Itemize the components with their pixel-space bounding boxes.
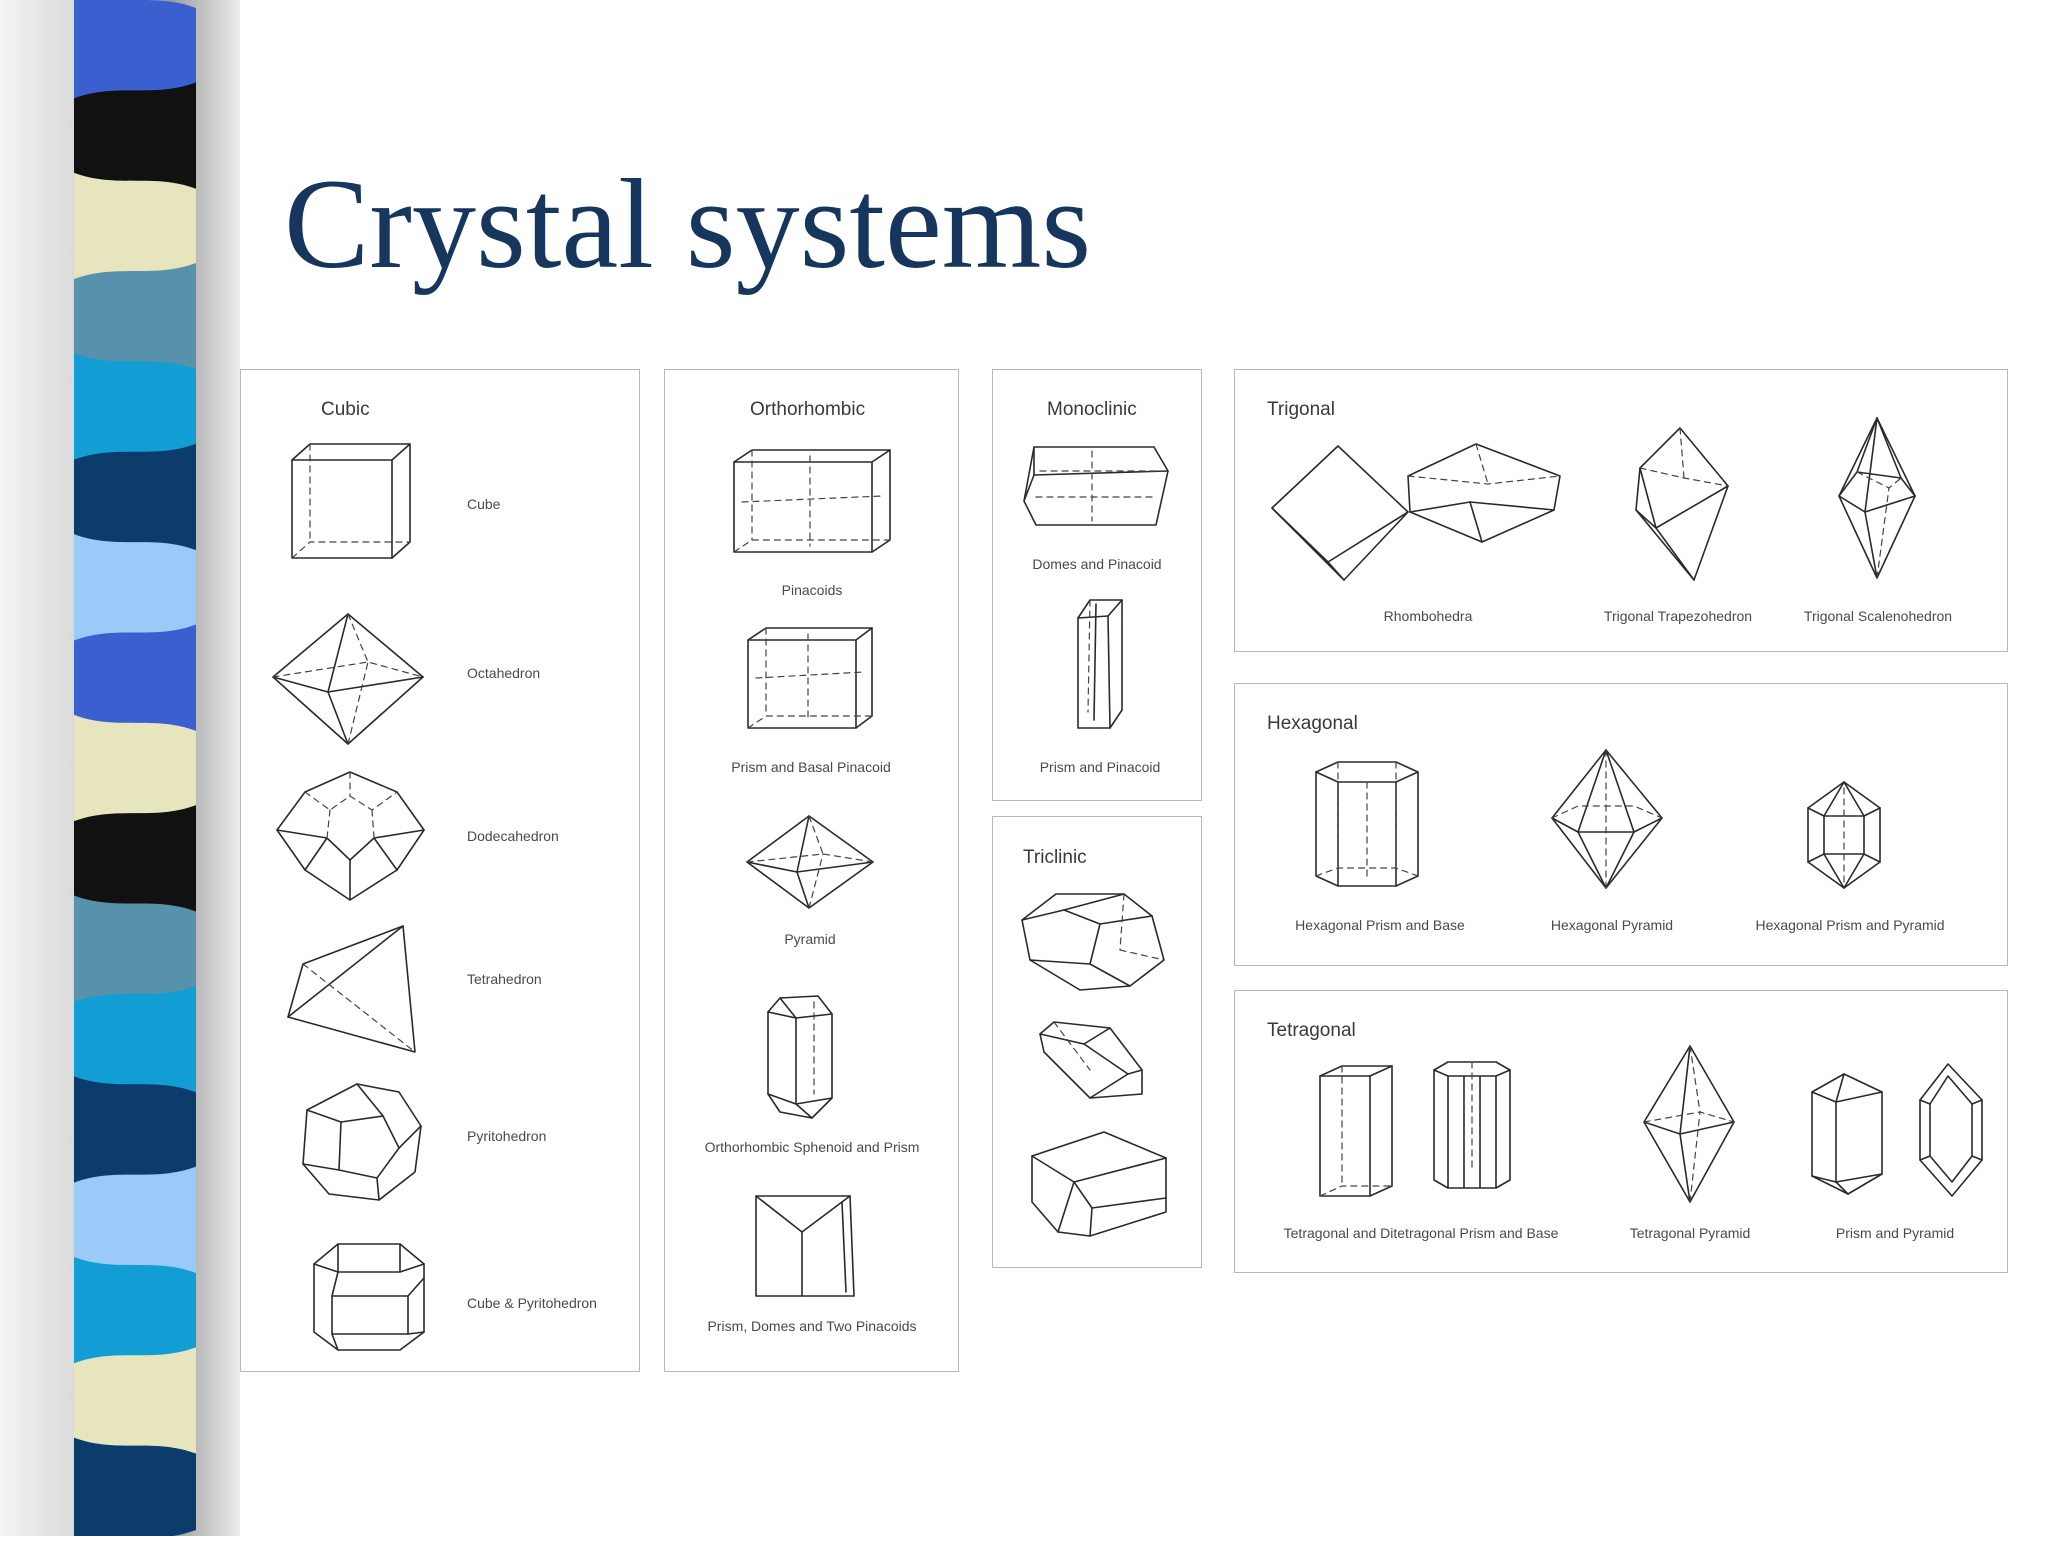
tetragonal-title: Tetragonal xyxy=(1267,1020,1356,1041)
stripe-segment xyxy=(74,353,196,462)
rhombohedron-1-shape xyxy=(1271,445,1409,581)
triclinic-crystal-1-shape xyxy=(1021,893,1165,991)
orthorhombic-title: Orthorhombic xyxy=(750,399,866,420)
hexagonal-pyramid-label: Hexagonal Pyramid xyxy=(1550,917,1674,933)
octahedron-label: Octahedron xyxy=(467,665,541,681)
stripe-segment xyxy=(74,172,196,282)
hexagonal-prism-pyramid-label: Hexagonal Prism and Pyramid xyxy=(1755,917,1945,933)
pinacoids-label: Pinacoids xyxy=(781,582,843,598)
stripe-segment xyxy=(74,1256,196,1366)
stripe-segment xyxy=(74,714,196,824)
tetragonal-panel xyxy=(1234,990,2008,1273)
domes-pinacoid-label: Domes and Pinacoid xyxy=(1032,556,1162,572)
hexagonal-prism-base-label: Hexagonal Prism and Base xyxy=(1295,917,1465,933)
octahedron-shape xyxy=(272,613,424,745)
trigonal-scalenohedron-shape xyxy=(1838,417,1916,579)
stripe-segment xyxy=(74,985,196,1095)
stripe-segment xyxy=(74,82,196,191)
hexagonal-panel xyxy=(1234,683,2008,966)
cube-pyritohedron-label: Cube & Pyritohedron xyxy=(467,1295,597,1311)
tetrahedron-shape xyxy=(287,925,416,1053)
tetragonal-prism-base-label: Tetragonal and Ditetragonal Prism and Ba… xyxy=(1283,1225,1559,1241)
prism-domes-pinacoids-shape xyxy=(755,1195,855,1297)
pinacoids-shape xyxy=(733,449,891,553)
trigonal-panel xyxy=(1234,369,2008,652)
stripe-segment xyxy=(74,443,196,553)
stripe-segment xyxy=(74,534,196,643)
pyramid-shape xyxy=(746,815,874,909)
stripe-segment xyxy=(74,1347,196,1456)
tetragonal-prism-pyramid-2-shape xyxy=(1919,1063,1983,1197)
trigonal-trapezohedron-shape xyxy=(1635,427,1729,581)
trigonal-scalenohedron-label: Trigonal Scalenohedron xyxy=(1803,608,1953,624)
hexagonal-prism-base-shape xyxy=(1315,761,1419,887)
cube-pyritohedron-shape xyxy=(313,1243,425,1351)
hexagonal-prism-pyramid-shape xyxy=(1807,781,1881,889)
cube-shape xyxy=(291,443,411,559)
cubic-title: Cubic xyxy=(321,399,370,420)
cube-label: Cube xyxy=(467,496,501,512)
triclinic-crystal-3-shape xyxy=(1031,1131,1167,1237)
sphenoid-prism-label: Orthorhombic Sphenoid and Prism xyxy=(704,1139,920,1155)
rhombohedra-label: Rhombohedra xyxy=(1383,608,1473,624)
prism-and-pyramid-label: Prism and Pyramid xyxy=(1835,1225,1955,1241)
tetrahedron-label: Tetrahedron xyxy=(467,971,542,987)
prism-basal-pinacoid-label: Prism and Basal Pinacoid xyxy=(731,759,891,775)
tetragonal-prism-pyramid-1-shape xyxy=(1811,1073,1883,1195)
monoclinic-prism-pinacoid-label: Prism and Pinacoid xyxy=(1039,759,1161,775)
monoclinic-prism-pinacoid-shape xyxy=(1077,599,1123,729)
triclinic-title: Triclinic xyxy=(1023,847,1087,868)
stripe-segment xyxy=(74,1437,196,1541)
stripe-segment xyxy=(74,624,196,733)
hexagonal-title: Hexagonal xyxy=(1267,713,1358,734)
pyramid-label: Pyramid xyxy=(784,931,836,947)
domes-pinacoid-shape xyxy=(1023,446,1169,526)
trigonal-title: Trigonal xyxy=(1267,399,1335,420)
prism-basal-pinacoid-shape xyxy=(747,627,873,729)
tetragonal-pyramid-shape xyxy=(1643,1045,1735,1203)
slide-title: Crystal systems xyxy=(284,153,1092,295)
triclinic-panel xyxy=(992,816,1202,1268)
rhombohedron-2-shape xyxy=(1407,443,1561,543)
tetragonal-prism-base-shape xyxy=(1319,1065,1393,1197)
ditetragonal-prism-base-shape xyxy=(1433,1061,1511,1189)
dodecahedron-label: Dodecahedron xyxy=(467,828,559,844)
triclinic-crystal-2-shape xyxy=(1039,1021,1143,1099)
monoclinic-panel xyxy=(992,369,1202,801)
pyritohedron-label: Pyritohedron xyxy=(467,1128,547,1144)
dodecahedron-shape xyxy=(276,771,425,901)
stripe-segment xyxy=(74,895,196,1004)
prism-domes-pinacoids-label: Prism, Domes and Two Pinacoids xyxy=(707,1318,917,1334)
stripe-segment xyxy=(74,1166,196,1275)
stripe-pattern xyxy=(74,0,196,1541)
hexagonal-pyramid-shape xyxy=(1551,749,1663,889)
trigonal-trapezohedron-label: Trigonal Trapezohedron xyxy=(1603,608,1753,624)
stripe-segment xyxy=(74,0,196,101)
tetragonal-pyramid-label: Tetragonal Pyramid xyxy=(1629,1225,1751,1241)
decorative-stripe-band xyxy=(74,0,196,1541)
pyritohedron-shape xyxy=(302,1083,422,1201)
stripe-segment xyxy=(74,263,196,372)
sphenoid-prism-shape xyxy=(767,995,833,1119)
monoclinic-title: Monoclinic xyxy=(1047,399,1137,420)
stripe-segment xyxy=(74,1076,196,1185)
stripe-segment xyxy=(74,805,196,914)
